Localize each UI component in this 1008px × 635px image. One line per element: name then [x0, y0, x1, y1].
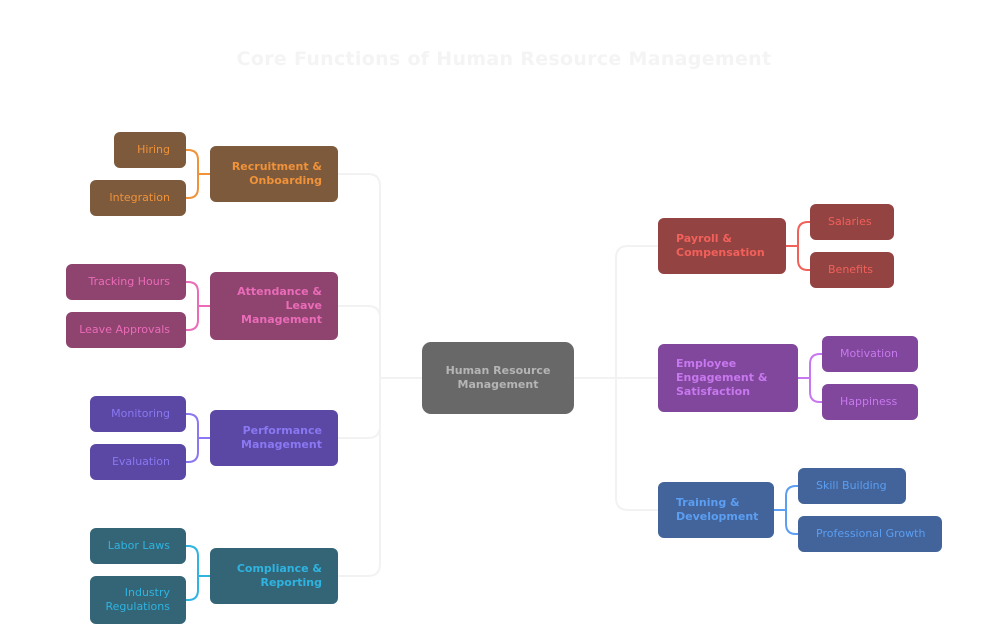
branch-node-compliance-label: Compliance &Reporting [236, 562, 322, 589]
branch-node-payroll-label: Payroll &Compensation [676, 232, 765, 259]
leaf-connector-payroll-0 [779, 221, 827, 247]
leaf-connector-training-1 [767, 509, 815, 535]
leaf-node-engagement-0-label: Motivation [840, 347, 898, 360]
leaf-connector-payroll-1 [779, 245, 827, 271]
leaf-node-payroll-0[interactable]: Salaries [810, 204, 894, 240]
leaf-node-engagement-1-label: Happiness [840, 395, 898, 408]
leaf-node-performance-1[interactable]: Evaluation [90, 444, 186, 480]
leaf-node-training-0-label: Skill Building [816, 479, 887, 492]
leaf-connector-compliance-0 [179, 545, 217, 577]
diagram-title: Core Functions of Human Resource Managem… [236, 48, 772, 70]
leaf-node-engagement-1[interactable]: Happiness [822, 384, 918, 420]
leaf-connector-compliance-1 [179, 575, 217, 601]
leaf-node-training-1-label: Professional Growth [816, 527, 926, 540]
branch-node-payroll[interactable]: Payroll &Compensation [658, 218, 786, 274]
leaf-node-performance-0-label: Monitoring [111, 407, 170, 420]
leaf-connector-recruitment-1 [179, 173, 217, 199]
branch-node-training-label: Training &Development [676, 496, 759, 523]
leaf-connector-performance-0 [179, 413, 217, 439]
leaf-node-recruitment-0[interactable]: Hiring [114, 132, 186, 168]
leaf-node-recruitment-0-label: Hiring [137, 143, 170, 156]
leaf-connector-attendance-1 [179, 305, 217, 331]
branch-node-recruitment[interactable]: Recruitment &Onboarding [210, 146, 338, 202]
branch-node-recruitment-label: Recruitment &Onboarding [231, 160, 322, 187]
trunk-connector-training [615, 377, 659, 511]
leaf-connector-attendance-0 [179, 281, 217, 307]
leaf-node-recruitment-1-label: Integration [109, 191, 170, 204]
leaf-node-performance-1-label: Evaluation [111, 455, 170, 468]
leaf-node-compliance-0-label: Labor Laws [107, 539, 170, 552]
leaf-node-payroll-1[interactable]: Benefits [810, 252, 894, 288]
leaf-node-attendance-1[interactable]: Leave Approvals [66, 312, 186, 348]
trunk-connector-performance [337, 377, 381, 439]
leaf-node-compliance-0[interactable]: Labor Laws [90, 528, 186, 564]
leaf-connector-training-0 [767, 485, 815, 511]
leaf-node-attendance-0-label: Tracking Hours [88, 275, 170, 288]
leaf-node-performance-0[interactable]: Monitoring [90, 396, 186, 432]
leaf-node-attendance-0[interactable]: Tracking Hours [66, 264, 186, 300]
leaf-connector-engagement-0 [791, 353, 839, 379]
leaf-node-engagement-0[interactable]: Motivation [822, 336, 918, 372]
trunk-connector-attendance [337, 305, 381, 379]
trunk-connector-recruitment [337, 173, 381, 379]
leaf-node-recruitment-1[interactable]: Integration [90, 180, 186, 216]
branch-node-compliance[interactable]: Compliance &Reporting [210, 548, 338, 604]
leaf-node-payroll-0-label: Salaries [828, 215, 872, 228]
trunk-connector-payroll [615, 245, 659, 379]
branch-node-training[interactable]: Training &Development [658, 482, 774, 538]
leaf-connector-performance-1 [179, 437, 217, 463]
trunk-connector-compliance [337, 377, 381, 577]
leaf-node-training-1[interactable]: Professional Growth [798, 516, 942, 552]
leaf-node-payroll-1-label: Benefits [828, 263, 874, 276]
leaf-connector-recruitment-0 [179, 149, 217, 175]
leaf-node-training-0[interactable]: Skill Building [798, 468, 906, 504]
leaf-connector-engagement-1 [791, 377, 839, 403]
leaf-node-attendance-1-label: Leave Approvals [79, 323, 170, 336]
